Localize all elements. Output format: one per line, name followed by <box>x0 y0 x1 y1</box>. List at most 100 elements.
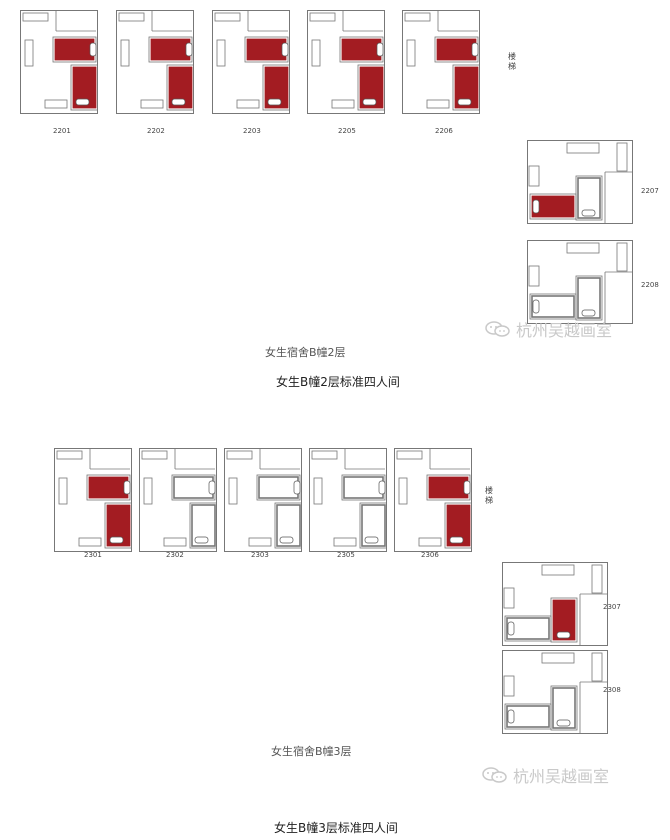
wardrobe <box>528 165 540 187</box>
wardrobe <box>503 587 515 609</box>
room-2307 <box>502 562 608 646</box>
pillow <box>281 42 289 57</box>
stair-char: 楼 <box>485 486 493 495</box>
bed-frame <box>104 502 132 549</box>
shelf <box>309 12 336 22</box>
shelf <box>311 450 338 460</box>
room-label: 2301 <box>84 551 102 559</box>
shelf <box>118 12 145 22</box>
pillow <box>532 199 540 214</box>
wardrobe <box>503 675 515 697</box>
wardrobe <box>311 39 321 67</box>
room-plan <box>54 448 132 552</box>
pillow <box>293 480 301 495</box>
shelf <box>566 242 600 254</box>
pillow <box>532 299 540 314</box>
occupied-bed <box>531 195 575 218</box>
occupied-bed <box>54 38 95 61</box>
wardrobe <box>528 265 540 287</box>
desk <box>236 99 260 109</box>
room-plan <box>402 10 480 114</box>
room-2301 <box>54 448 132 552</box>
shelf <box>396 450 423 460</box>
pillow <box>171 98 186 106</box>
shelf <box>541 564 575 576</box>
pillow <box>507 621 515 636</box>
wardrobe <box>616 142 628 172</box>
room-label: 2306 <box>421 551 439 559</box>
room-2206 <box>402 10 480 114</box>
shelf <box>404 12 431 22</box>
vacant-bed <box>191 504 216 547</box>
room-label: 2303 <box>251 551 269 559</box>
floor-name: 女生宿舍B幢2层 <box>265 346 346 359</box>
room-plan <box>139 448 217 552</box>
room-plan <box>116 10 194 114</box>
bed-frame <box>274 502 302 549</box>
occupied-bed <box>88 476 129 499</box>
shelf <box>56 450 83 460</box>
room-2306 <box>394 448 472 552</box>
vacant-bed <box>577 177 601 219</box>
stair-char: 楼 <box>508 52 516 61</box>
room-2208 <box>527 240 633 324</box>
stairwell-label: 楼 梯 <box>507 52 517 72</box>
occupied-bed <box>150 38 191 61</box>
room-label: 2208 <box>641 281 659 289</box>
room-2202 <box>116 10 194 114</box>
watermark: 杭州吴越画室 <box>484 317 612 341</box>
pillow <box>463 480 471 495</box>
room-plan <box>394 448 472 552</box>
bed-frame <box>70 64 98 111</box>
wardrobe <box>120 39 130 67</box>
occupied-bed <box>168 66 193 109</box>
vacant-bed <box>276 504 301 547</box>
pillow <box>507 709 515 724</box>
wardrobe <box>58 477 68 505</box>
bed-frame <box>550 685 578 731</box>
pillow <box>457 98 472 106</box>
pillow <box>362 98 377 106</box>
wardrobe <box>24 39 34 67</box>
desk <box>163 537 187 547</box>
section-title: 女生B幢3层标准四人间 <box>274 821 398 835</box>
occupied-bed <box>106 504 131 547</box>
wardrobe <box>591 652 603 682</box>
bed-frame <box>575 275 603 321</box>
occupied-bed <box>454 66 479 109</box>
pillow <box>194 536 209 544</box>
watermark: 杭州吴越画室 <box>481 763 609 787</box>
watermark-text: 杭州吴越画室 <box>513 767 610 786</box>
vacant-bed <box>506 617 550 640</box>
pillow <box>89 42 97 57</box>
bed-frame <box>189 502 217 549</box>
shelf <box>22 12 49 22</box>
room-2308 <box>502 650 608 734</box>
bed-frame <box>166 64 194 111</box>
wardrobe <box>591 564 603 594</box>
room-2305 <box>309 448 387 552</box>
occupied-bed <box>264 66 289 109</box>
bed-frame <box>262 64 290 111</box>
pillow <box>471 42 479 57</box>
desk <box>333 537 357 547</box>
bed-frame <box>357 64 385 111</box>
vacant-bed <box>173 476 214 499</box>
desk <box>331 99 355 109</box>
wardrobe <box>228 477 238 505</box>
shelf <box>566 142 600 154</box>
room-2205 <box>307 10 385 114</box>
vacant-bed <box>577 277 601 319</box>
stair-char: 梯 <box>485 496 493 505</box>
room-plan <box>224 448 302 552</box>
room-2203 <box>212 10 290 114</box>
bed-frame <box>452 64 480 111</box>
desk <box>418 537 442 547</box>
room-label: 2202 <box>147 127 165 135</box>
pillow <box>364 536 379 544</box>
wardrobe <box>406 39 416 67</box>
shelf <box>226 450 253 460</box>
room-plan <box>502 562 608 646</box>
desk <box>78 537 102 547</box>
pillow <box>75 98 90 106</box>
